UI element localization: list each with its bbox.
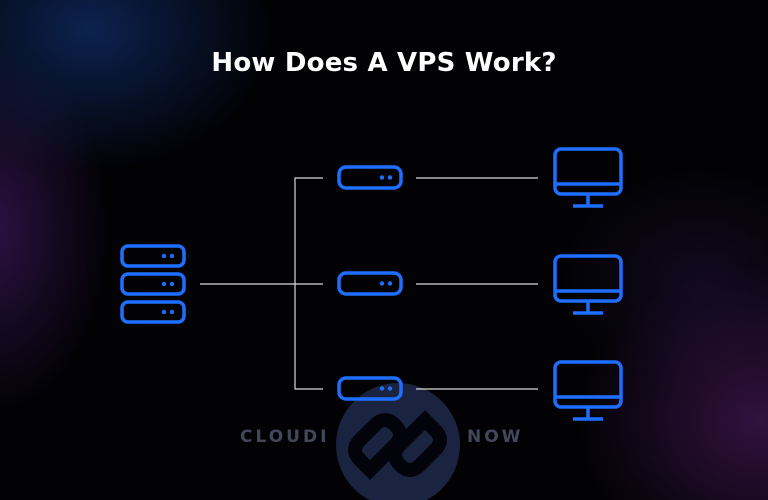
branch-bracket-line (294, 177, 323, 390)
monitor-icon (553, 254, 623, 315)
server-icon (337, 271, 403, 296)
server-icon (337, 165, 403, 190)
monitor-icon (553, 147, 623, 208)
server-stack-icon (120, 244, 186, 324)
watermark-logo-icon (336, 383, 460, 500)
watermark-text-left: CLOUDI (240, 427, 330, 447)
page-title: How Does A VPS Work? (211, 48, 557, 78)
connector-lines (200, 177, 538, 390)
watermark-text-right: NOW (467, 427, 524, 447)
monitor-icon (553, 360, 623, 421)
server-icon (337, 376, 403, 401)
